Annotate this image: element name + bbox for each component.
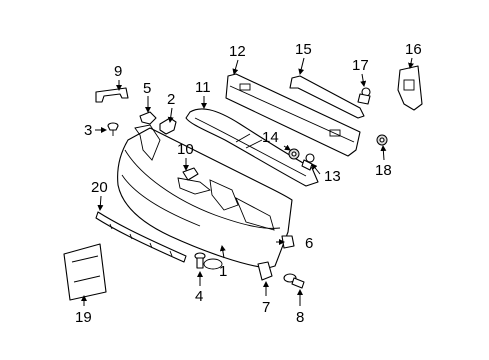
callout-16: 16 — [405, 41, 422, 58]
license-plate-bracket-part-19 — [63, 243, 107, 301]
lower-molding-part-20 — [95, 211, 187, 263]
callout-4: 4 — [195, 288, 203, 305]
callout-3: 3 — [84, 122, 92, 139]
bolt-part-17 — [357, 87, 371, 105]
callout-15: 15 — [295, 41, 312, 58]
bolt-part-8 — [283, 273, 305, 289]
bumper-cover-part — [117, 124, 293, 270]
nut-part-18 — [376, 134, 388, 146]
callout-11: 11 — [195, 79, 211, 96]
screw-part-4 — [194, 252, 206, 269]
leader-lines — [81, 57, 414, 306]
clip-part-7 — [257, 261, 273, 281]
bolt-part-13 — [301, 153, 315, 171]
callout-2: 2 — [167, 91, 175, 108]
callout-12: 12 — [229, 43, 246, 60]
bracket-bar-part-15 — [289, 75, 365, 119]
callout-6: 6 — [305, 235, 313, 252]
callout-8: 8 — [296, 309, 304, 326]
callout-10: 10 — [177, 141, 194, 158]
callout-7: 7 — [262, 299, 270, 316]
callout-19: 19 — [75, 309, 92, 326]
callout-5: 5 — [143, 80, 151, 97]
bracket-part-10 — [182, 167, 199, 181]
side-bracket-part-16 — [397, 65, 423, 111]
bracket-part-2 — [159, 117, 177, 135]
energy-absorber-part-11 — [185, 108, 319, 187]
callout-14: 14 — [262, 129, 279, 146]
bracket-part-9 — [95, 87, 129, 103]
clip-part-5 — [139, 111, 157, 125]
clip-part-3 — [107, 122, 119, 136]
callout-13: 13 — [324, 168, 341, 185]
callout-18: 18 — [375, 162, 392, 179]
callout-17: 17 — [352, 57, 369, 74]
callout-20: 20 — [91, 179, 108, 196]
callout-9: 9 — [114, 63, 122, 80]
callout-labels: 1 2 3 4 5 6 7 8 9 10 11 12 13 14 15 16 1… — [75, 41, 422, 326]
callout-1: 1 — [219, 263, 227, 280]
nut-part-14 — [288, 148, 300, 160]
